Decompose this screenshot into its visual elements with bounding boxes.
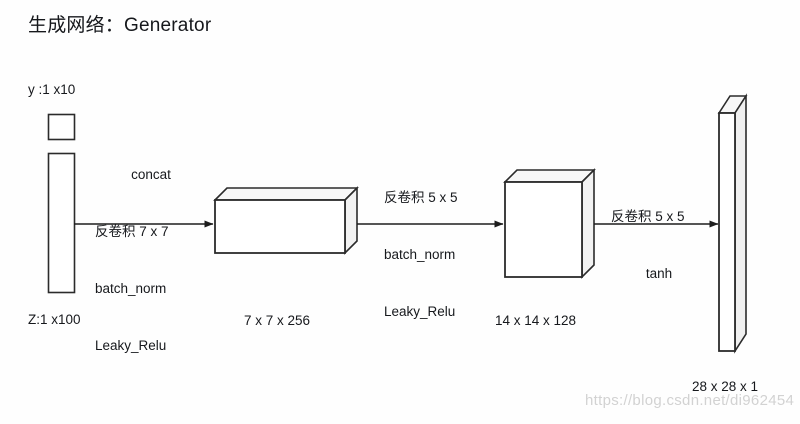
edge-2-op-activation: Leaky_Relu <box>384 304 456 319</box>
edge-1-op-stack: concat 反卷积 7 x 7 batch_norm Leaky_Relu <box>95 127 207 393</box>
node-y-input <box>47 113 76 141</box>
edge-1-op-concat: concat <box>131 167 171 182</box>
label-output-image: 28 x 28 x 1 <box>692 379 759 394</box>
node-feature-map-1 <box>213 186 359 255</box>
node-z-input <box>47 152 76 294</box>
node-output-image <box>717 93 748 354</box>
edge-3-op-deconv: 反卷积 5 x 5 <box>611 209 685 224</box>
edge-2-op-batchnorm: batch_norm <box>384 247 456 262</box>
node-feature-map-2 <box>503 168 596 279</box>
label-z-input: Z:1 x100 <box>28 312 81 327</box>
watermark: https://blog.csdn.net/di962454 <box>585 392 795 409</box>
label-y-input: y :1 x10 <box>28 82 76 97</box>
edge-1-op-deconv: 反卷积 7 x 7 <box>95 224 169 239</box>
edge-3-op-activation: tanh <box>645 266 673 281</box>
edge-2-op-stack: 反卷积 5 x 5 batch_norm Leaky_Relu <box>384 150 488 359</box>
edge-1-op-activation: Leaky_Relu <box>95 338 167 353</box>
label-feature-map-1: 7 x 7 x 256 <box>244 313 311 328</box>
edge-2-op-deconv: 反卷积 5 x 5 <box>384 190 458 205</box>
edge-3-op-stack: 反卷积 5 x 5 tanh <box>611 169 707 321</box>
page-title: 生成网络：Generator <box>28 15 212 36</box>
label-feature-map-2: 14 x 14 x 128 <box>495 313 577 328</box>
edge-1-op-batchnorm: batch_norm <box>95 281 167 296</box>
